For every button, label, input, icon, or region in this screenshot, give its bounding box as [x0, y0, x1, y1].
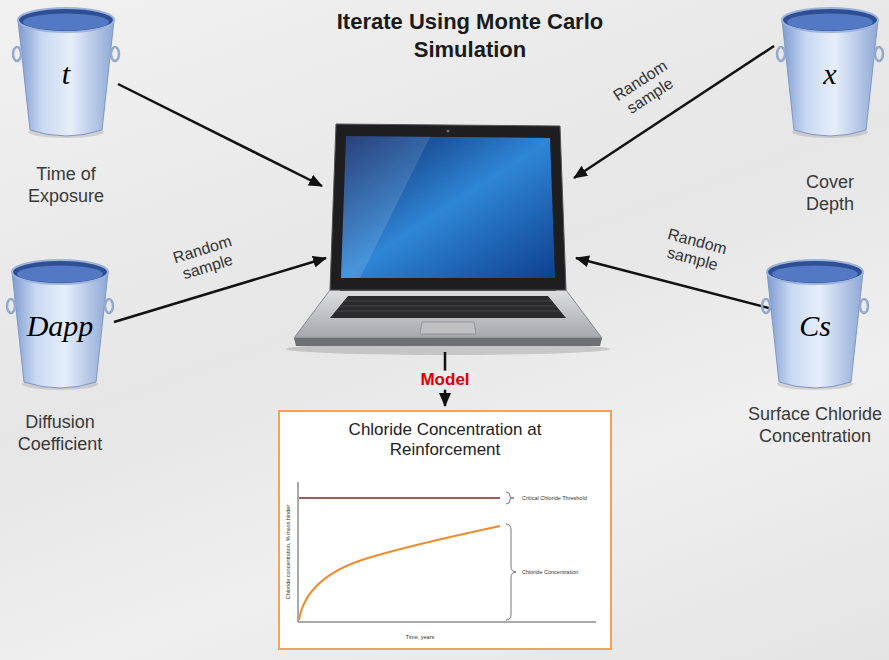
chart-box: Chloride Concentration at Reinforcement — [278, 410, 612, 650]
bucket-node: xCover Depth — [778, 4, 882, 215]
sample-arrows — [114, 46, 784, 406]
bucket-node: CsSurface Chloride Concentration — [745, 256, 885, 447]
variable-symbol: t — [6, 54, 126, 94]
diagram-title: Iterate Using Monte Carlo Simulation — [335, 8, 605, 63]
bucket-caption: Cover Depth — [785, 172, 875, 215]
laptop-icon — [286, 124, 610, 355]
bucket-node: DappDiffusion Coefficient — [0, 256, 120, 455]
bucket-caption: Surface Chloride Concentration — [745, 404, 885, 447]
bucket-node: tTime of Exposure — [6, 4, 126, 207]
bucket-caption: Time of Exposure — [6, 164, 126, 207]
variable-symbol: x — [778, 54, 882, 94]
axis-label: Chloride concentration, % mass binder — [285, 505, 291, 599]
arrow-label: Random sample — [165, 231, 244, 286]
variable-symbol: Cs — [745, 306, 885, 346]
curve-annotation: Chloride Concentration — [522, 569, 578, 575]
bucket-caption: Diffusion Coefficient — [0, 412, 120, 455]
model-label: Model — [416, 371, 473, 390]
chart-title: Chloride Concentration at Reinforcement — [340, 420, 550, 461]
axis-label: Time, years — [406, 634, 435, 640]
variable-symbol: Dapp — [0, 306, 120, 346]
curve-annotation: Critical Chloride Threshold — [522, 495, 587, 501]
arrow-label: Random sample — [656, 224, 735, 277]
